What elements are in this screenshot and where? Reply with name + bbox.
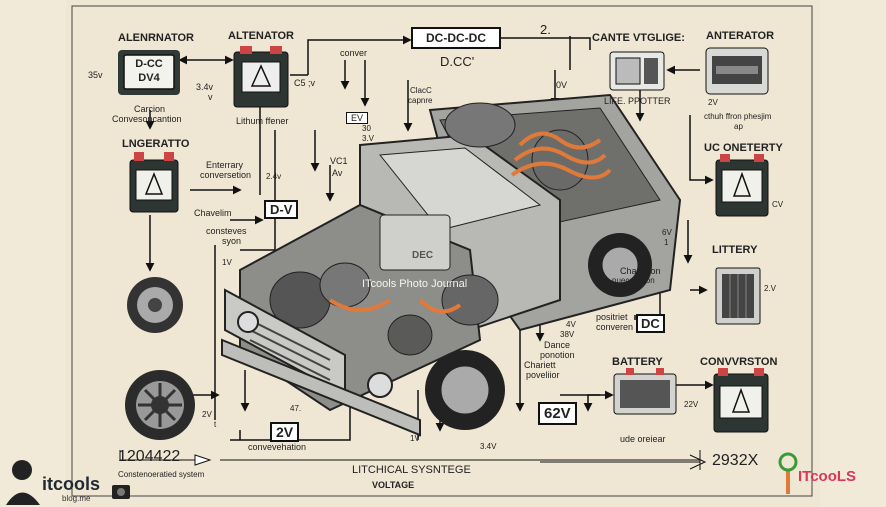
- label-alenrnator: ALENRNATOR: [118, 32, 194, 44]
- right-margin: [820, 0, 886, 507]
- label-lithum-ffener: Lithum ffener: [236, 116, 289, 126]
- label-ponotion: ponotion: [540, 350, 575, 360]
- watermark: ITcools Photo Journal: [362, 278, 468, 290]
- label-num-2: 2.: [540, 22, 551, 37]
- label-lngeratto: LNGERATTO: [122, 138, 190, 150]
- anterator-icon: [705, 47, 769, 95]
- label-c5v: C5 ;v: [294, 78, 316, 88]
- label-30: 30: [362, 124, 371, 133]
- label-t: t: [214, 420, 217, 429]
- label-life-potter: LIFE. PPOTTER: [604, 96, 671, 106]
- label-vc1: VC1: [330, 156, 348, 166]
- label-34v: 3.4v: [196, 82, 214, 92]
- label-lithical: LITCHICAL SYSNTEGE: [352, 464, 471, 476]
- label-consteves: consteves: [206, 226, 247, 236]
- itcools-logo-right: [778, 452, 798, 494]
- label-poveliior: poveliior: [526, 370, 560, 380]
- label-conver: conver: [340, 48, 368, 58]
- label-dcc: D.CC': [440, 54, 475, 69]
- left-margin: [0, 0, 66, 507]
- label-1v: 1V: [222, 258, 232, 267]
- label-converen: converen: [596, 322, 634, 332]
- label-littery: LITTERY: [712, 244, 758, 256]
- dcdc-box-line2: DV4: [138, 72, 160, 84]
- label-capnre: capnre: [408, 96, 433, 105]
- label-ap: ap: [734, 122, 743, 131]
- label-4v: 4V: [566, 320, 576, 329]
- label-conversetion: conversetion: [200, 170, 252, 180]
- connector-lines: [145, 35, 714, 441]
- uc-battery-icon: [715, 154, 769, 217]
- label-battery: BATTERY: [612, 356, 663, 368]
- dc-box: DC: [636, 314, 665, 333]
- label-dance: Dance: [544, 340, 571, 350]
- label-3v: 3.V: [362, 134, 375, 143]
- label-uc-onetery: UC ONETERTY: [704, 142, 783, 154]
- label-convesopcantion: Convesopcantion: [112, 114, 182, 124]
- dv-box: D-V: [264, 200, 299, 219]
- label-carcion: Carcion: [134, 104, 166, 114]
- logo-right-text: ITcooLS: [798, 468, 857, 485]
- label-av: Av: [332, 168, 343, 178]
- cante-device-icon: [609, 51, 665, 91]
- logo-left-text: itcools: [42, 474, 101, 494]
- label-2v-left: 2V: [202, 410, 212, 419]
- label-lithery-2v: 2.V: [764, 284, 777, 293]
- label-convevehation: convevehation: [248, 442, 307, 452]
- label-numbers-right: 2932X: [712, 452, 759, 469]
- lithery-battery-icon: [715, 267, 761, 325]
- label-anterator: ANTERATOR: [706, 30, 775, 42]
- wheel-icon-upper: [127, 277, 183, 333]
- label-chanction: Chanction: [620, 266, 661, 276]
- dcdc-box-line1: D-CC: [135, 58, 163, 70]
- label-ude-oreiear: ude oreiear: [620, 434, 666, 444]
- truck-text: DEC: [412, 250, 434, 261]
- label-enterrary: Enterrary: [206, 160, 244, 170]
- label-anterator-2v: 2V: [708, 98, 718, 107]
- dcdc-top-box: [411, 27, 501, 49]
- battery-bottom-icon: [613, 368, 677, 415]
- pickup-truck-illustration: [221, 93, 682, 437]
- v2v-box: 2V: [270, 422, 300, 442]
- dcdc-top-label: DC-DC-DC: [426, 31, 486, 45]
- itcools-logo-left: [6, 460, 130, 505]
- conversion-battery-icon: [713, 368, 769, 433]
- label-pueceilation: pueceilation: [612, 276, 655, 285]
- label-altenator: ALTENATOR: [228, 30, 294, 42]
- label-syon: syon: [222, 236, 242, 246]
- label-34v-b: 3.4V: [480, 442, 497, 451]
- label-22v: 22V: [684, 400, 699, 409]
- label-1: 1: [664, 238, 669, 247]
- label-cv: CV: [772, 200, 784, 209]
- label-numbers-left: 1204422: [118, 448, 181, 465]
- frame-border: [71, 5, 813, 497]
- logo-left-subtext: blog.me: [62, 494, 91, 503]
- label-38v: 38V: [560, 330, 575, 339]
- label-chavelim: Chavelim: [194, 208, 232, 218]
- label-35v: 35v: [88, 70, 103, 80]
- label-0v: 0V: [556, 80, 568, 90]
- label-v: v: [208, 92, 213, 102]
- label-chariett: Chariett: [524, 360, 556, 370]
- lngeratto-battery-icon: [129, 152, 179, 213]
- label-47: 47.: [290, 404, 302, 413]
- wheel-icon-lower: [125, 370, 195, 440]
- label-clacc: ClacC: [410, 86, 432, 95]
- label-constenoeratied: Constenoeratied system: [118, 470, 205, 479]
- label-cthuh: cthuh ffron phesjim: [704, 112, 772, 121]
- label-1v-b: 1V: [410, 434, 420, 443]
- label-positriet: positriet: [596, 312, 628, 322]
- label-24v: 2.4v: [266, 172, 282, 181]
- v62-box: 62V: [538, 402, 577, 425]
- label-convvrston: CONVVRSTON: [700, 356, 778, 368]
- label-6v: 6V: [662, 228, 672, 237]
- dimension-lines: [119, 450, 707, 470]
- label-ev: EV: [346, 112, 369, 124]
- label-cante-vtglige: CANTE VTGLIGE:: [592, 32, 685, 44]
- label-voltage: VOLTAGE: [372, 480, 415, 490]
- alternator-battery-icon: [233, 46, 289, 108]
